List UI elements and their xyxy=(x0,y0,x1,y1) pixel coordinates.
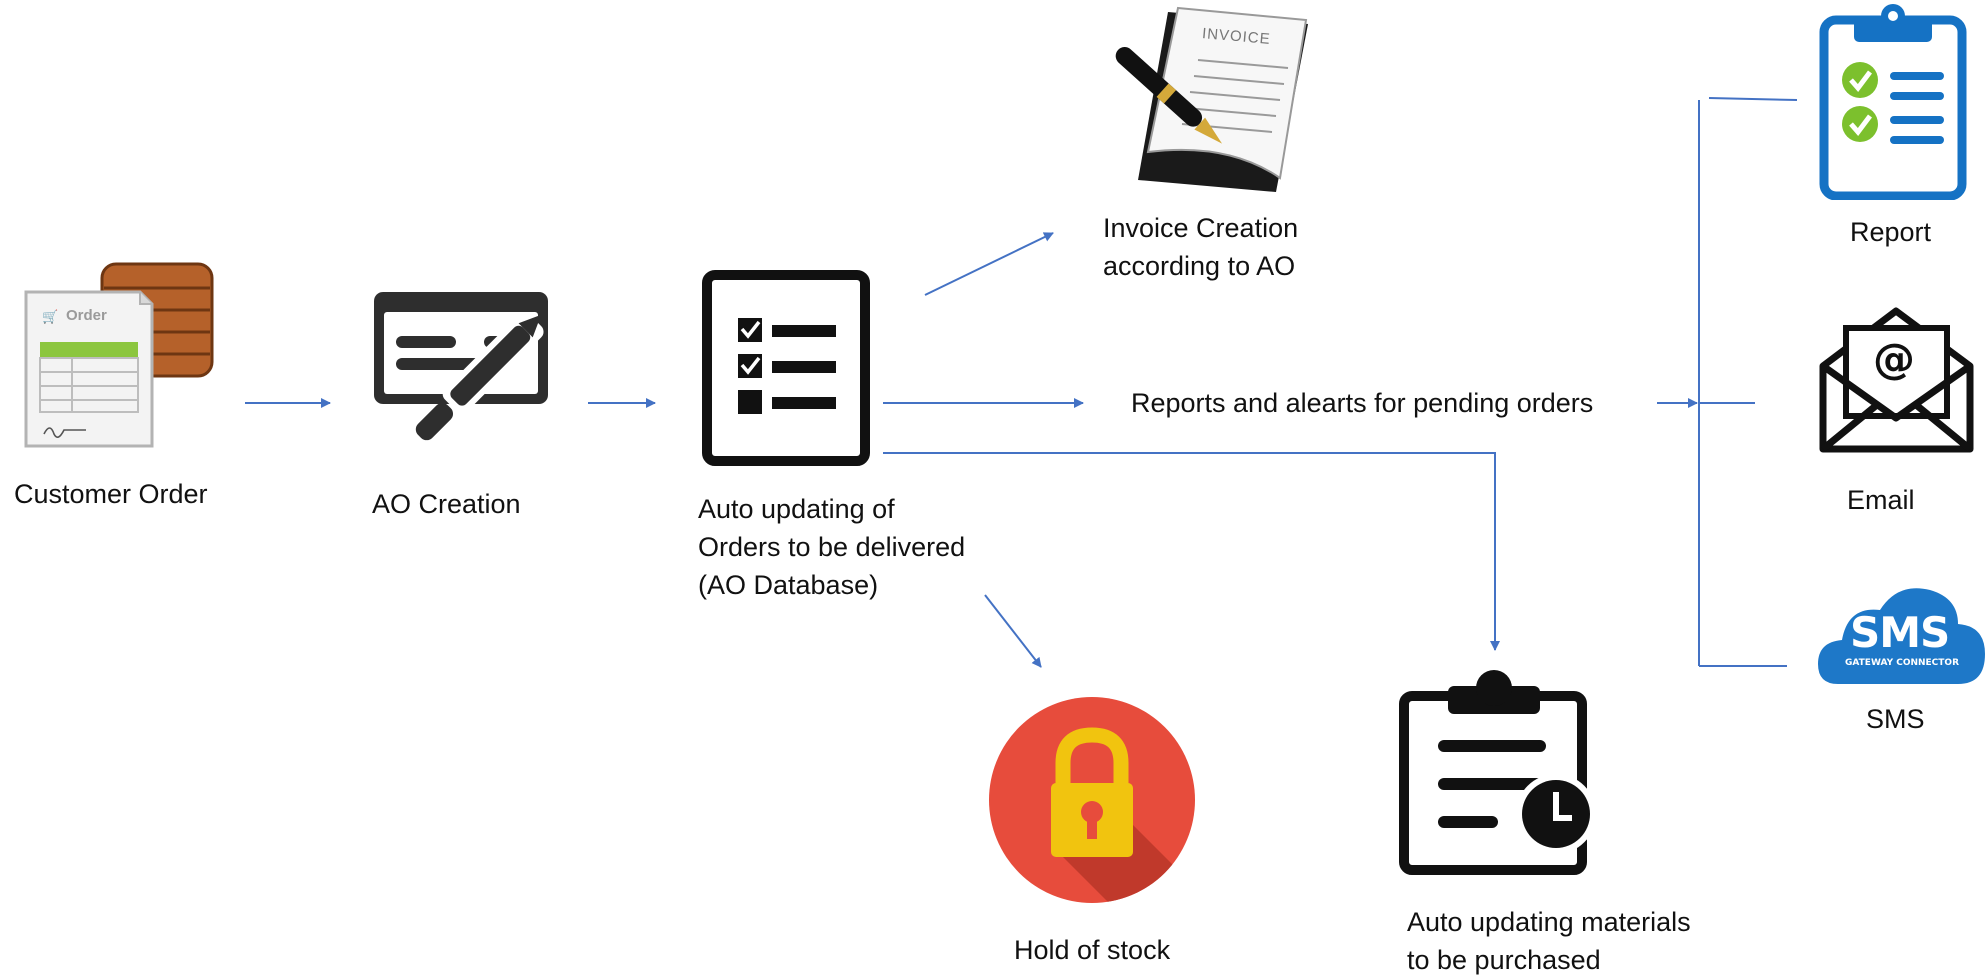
report-label: Report xyxy=(1850,217,1932,247)
customer-order-label: Customer Order xyxy=(14,479,208,509)
hold-stock-label: Hold of stock xyxy=(1014,935,1171,965)
clipboard-clock-icon xyxy=(1398,666,1598,876)
report-icon xyxy=(1818,2,1968,201)
auto-update-materials-label-2: to be purchased xyxy=(1407,945,1601,975)
email-icon: @ xyxy=(1818,306,1975,454)
arrow-database-to-materials xyxy=(883,452,1500,651)
checklist-icon xyxy=(702,270,870,466)
sms-label: SMS xyxy=(1866,704,1925,734)
email-at-glyph: @ xyxy=(1873,334,1915,383)
auto-update-orders-label-2: Orders to be delivered xyxy=(698,532,966,562)
arrow-database-to-invoice xyxy=(924,232,1054,296)
bus-to-report xyxy=(1708,97,1798,101)
reports-alerts-label: Reports and alearts for pending orders xyxy=(1131,388,1594,418)
svg-text:🛒: 🛒 xyxy=(42,309,58,325)
ao-creation-label: AO Creation xyxy=(372,489,521,519)
customer-order-icon: 🛒 Order xyxy=(22,262,217,452)
sms-gateway-icon: SMS GATEWAY CONNECTOR xyxy=(1818,580,1985,686)
auto-update-materials-label-1: Auto updating materials xyxy=(1407,907,1691,937)
auto-update-orders-label-1: Auto updating of xyxy=(698,494,895,524)
sms-logo-main: SMS xyxy=(1850,608,1950,657)
invoice-creation-label-1: Invoice Creation xyxy=(1103,213,1299,243)
email-label: Email xyxy=(1847,485,1915,515)
invoice-icon: INVOICE xyxy=(1108,2,1308,200)
sms-logo-sub: GATEWAY CONNECTOR xyxy=(1845,658,1960,668)
invoice-creation-label-2: according to AO xyxy=(1103,251,1296,281)
auto-update-orders-label-3: (AO Database) xyxy=(698,570,879,600)
lock-icon xyxy=(989,697,1195,903)
arrow-database-to-hold xyxy=(984,594,1042,668)
order-badge: Order xyxy=(66,307,107,324)
ao-creation-icon xyxy=(372,290,550,468)
